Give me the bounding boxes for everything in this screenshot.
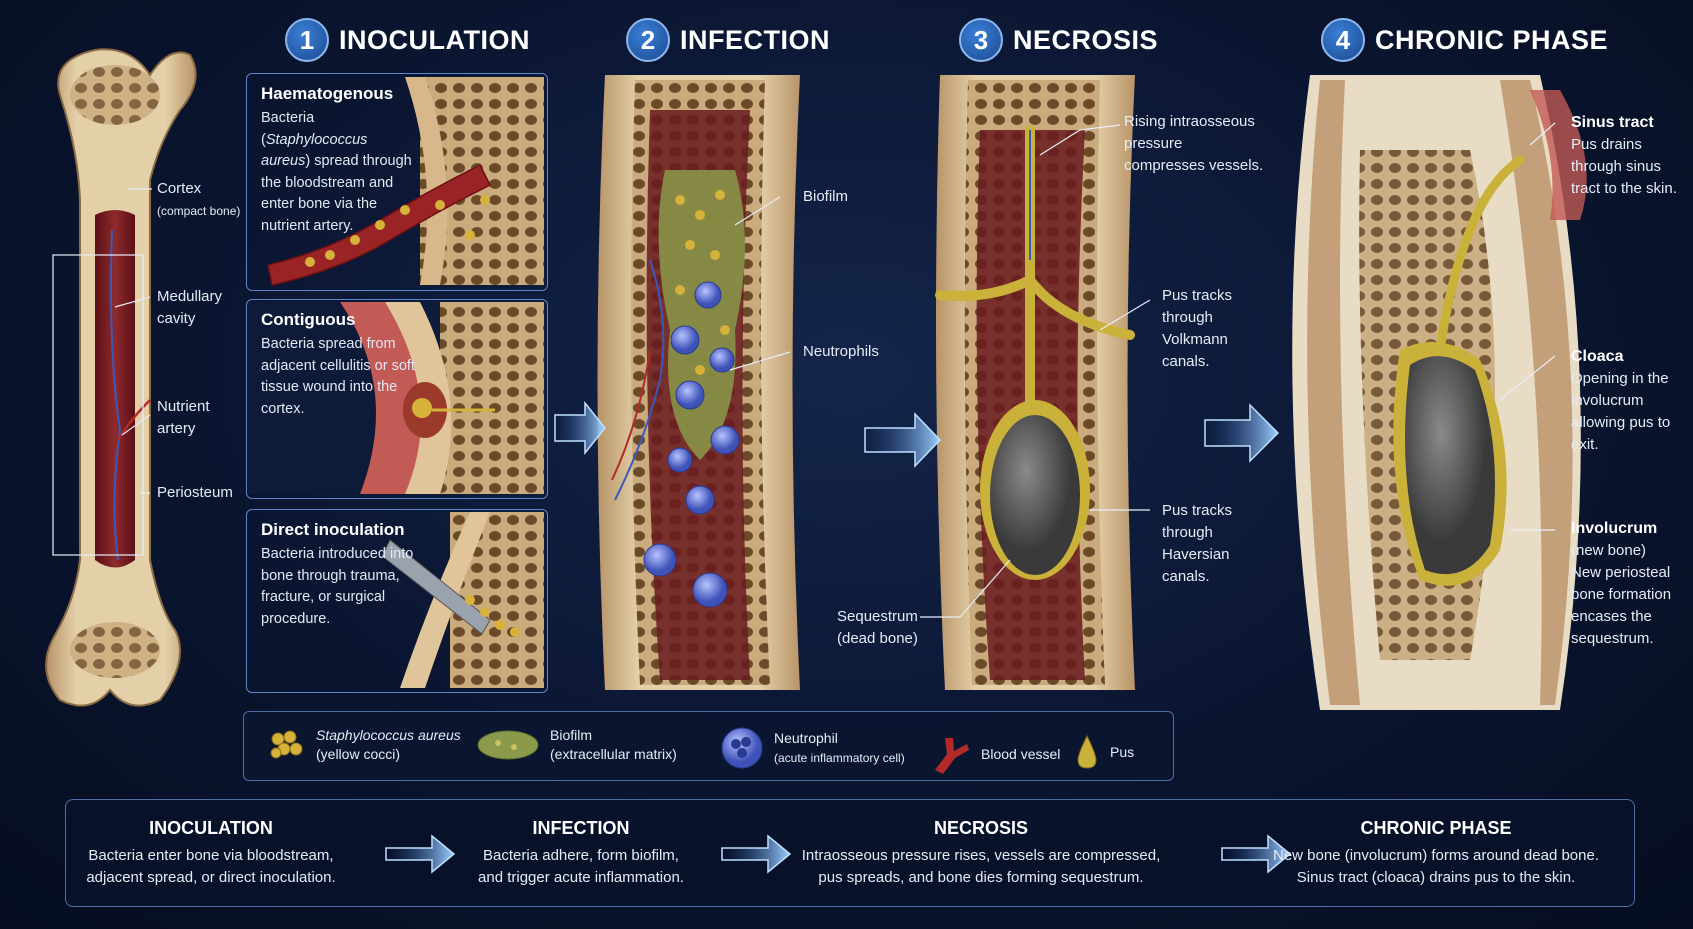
legend-item-biofilm: Biofilm(extracellular matrix) — [476, 726, 677, 764]
phase-arrow-1 — [554, 400, 606, 456]
summary-arrow-icon — [1221, 834, 1292, 874]
inset-direct-inoculation: Direct inoculation Bacteria introduced i… — [246, 509, 548, 693]
legend-item-blood-vessel: Blood vessel — [927, 734, 1060, 774]
medullary-cavity-label: Medullary cavity — [157, 288, 223, 327]
phase-title: CHRONIC PHASE — [1375, 24, 1609, 55]
legend-item-neutrophil: Neutrophil(acute inflammatory cell) — [720, 726, 905, 770]
phase-header-chronic: 4 CHRONIC PHASE — [1321, 18, 1608, 62]
inset-heading: Contiguous — [261, 310, 356, 329]
haversian-label: Pus tracks through Haversian canals. — [1162, 502, 1233, 585]
phase-arrow-2 — [864, 412, 942, 468]
biofilm-label: Biofilm — [803, 188, 849, 205]
periosteum-label: Periosteum — [157, 484, 233, 501]
inset-haematogenous: Haematogenous Bacteria (Staphylococcus a… — [246, 73, 548, 291]
inset-heading: Haematogenous — [261, 84, 394, 103]
phase-number-badge: 1 — [285, 18, 329, 62]
phase-title: INFECTION — [680, 24, 830, 55]
volkmann-label: Pus tracks through Volkmann canals. — [1162, 287, 1233, 370]
legend-panel: Staphylococcus aureus(yellow cocci) Biof… — [243, 711, 1174, 781]
femur-illustration — [45, 48, 197, 707]
pus-icon — [1077, 734, 1097, 769]
summary-panel: INOCULATION Bacteria enter bone via bloo… — [65, 799, 1635, 907]
legend-item-cocci: Staphylococcus aureus(yellow cocci) — [266, 726, 461, 764]
inset-description: Bacteria spread from adjacent cellulitis… — [261, 336, 415, 417]
phase-header-infection: 2 INFECTION — [626, 18, 830, 62]
inset-description: Bacteria introduced into bone through tr… — [261, 546, 414, 627]
infection-bone-art — [597, 75, 800, 690]
summary-infection: INFECTION Bacteria adhere, form biofilm,… — [478, 818, 684, 886]
sinus-tract-label: Sinus tract Pus drains through sinus tra… — [1571, 114, 1677, 197]
cloaca-label: Cloaca Opening in the involucrum allowin… — [1571, 348, 1671, 453]
pressure-label: Rising intraosseous pressure compresses … — [1124, 113, 1264, 174]
inset-contiguous: Contiguous Bacteria spread from adjacent… — [246, 299, 548, 499]
summary-inoculation: INOCULATION Bacteria enter bone via bloo… — [86, 818, 336, 886]
chronic-bone-art — [1292, 75, 1587, 710]
summary-arrow-icon — [385, 834, 456, 874]
phase-number-badge: 2 — [626, 18, 670, 62]
inset-heading: Direct inoculation — [261, 520, 405, 539]
inset-haematogenous-art — [267, 77, 544, 286]
inset-direct-art — [381, 512, 544, 688]
nutrient-artery-label: Nutrient artery — [157, 398, 210, 437]
blood-vessel-icon — [935, 738, 969, 774]
phase-number-badge: 4 — [1321, 18, 1365, 62]
involucrum-label: Involucrum (new bone) New periosteal bon… — [1571, 520, 1672, 647]
neutrophil-icon — [721, 727, 763, 769]
necrosis-bone-art — [920, 75, 1151, 690]
phase-arrow-3 — [1204, 403, 1280, 463]
legend-item-pus: Pus — [1074, 734, 1134, 770]
summary-arrow-icon — [721, 834, 792, 874]
cocci-icon — [270, 730, 303, 759]
inset-contiguous-art — [248, 302, 544, 494]
summary-chronic: CHRONIC PHASE New bone (involucrum) form… — [1272, 818, 1599, 886]
phase-title: INOCULATION — [339, 24, 530, 55]
summary-necrosis: NECROSIS Intraosseous pressure rises, ve… — [801, 818, 1161, 886]
sequestrum-label: Sequestrum (dead bone) — [837, 608, 918, 647]
phase-header-inoculation: 1 INOCULATION — [285, 18, 530, 62]
phase-number-badge: 3 — [959, 18, 1003, 62]
phase-title: NECROSIS — [1013, 24, 1159, 55]
biofilm-icon — [477, 730, 539, 760]
cortex-label: Cortex (compact bone) — [157, 180, 241, 218]
inset-description: Bacteria (Staphylococcus aureus) spread … — [261, 110, 412, 234]
neutrophils-label: Neutrophils — [803, 343, 879, 360]
phase-header-necrosis: 3 NECROSIS — [959, 18, 1158, 62]
